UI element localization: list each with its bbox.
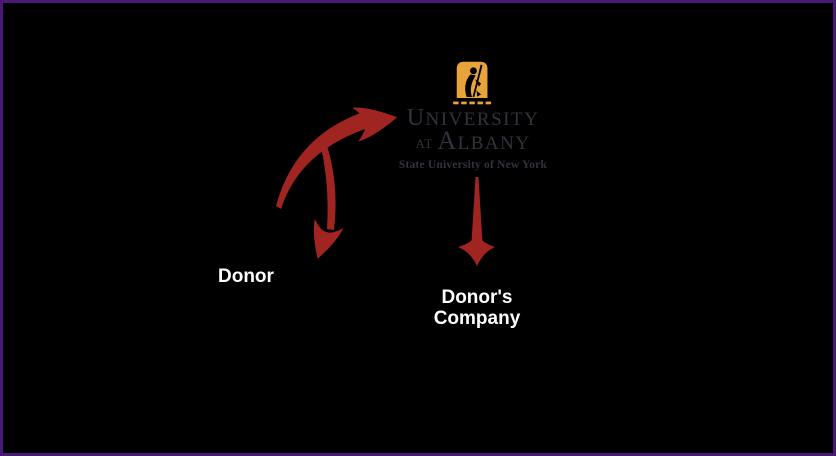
- university-logo: UNIVERSITY AT ALBANY State University of…: [392, 60, 554, 171]
- donor-label: Donor: [218, 266, 274, 287]
- logo-tagline: State University of New York: [398, 159, 548, 171]
- arrow-donor-to-university: [276, 100, 401, 209]
- arrow-university-to-company: [458, 177, 495, 266]
- arrow-group: [276, 100, 495, 266]
- logo-line2: AT ALBANY: [392, 130, 554, 155]
- minerva-statue-icon: [453, 61, 492, 105]
- logo-line2-name: ALBANY: [437, 126, 531, 155]
- logo-line2-prefix: AT: [415, 136, 434, 151]
- arrow-university-to-donor: [303, 135, 344, 264]
- donor-company-label: Donor's Company: [433, 287, 521, 329]
- logo-line1: UNIVERSITY: [406, 105, 540, 131]
